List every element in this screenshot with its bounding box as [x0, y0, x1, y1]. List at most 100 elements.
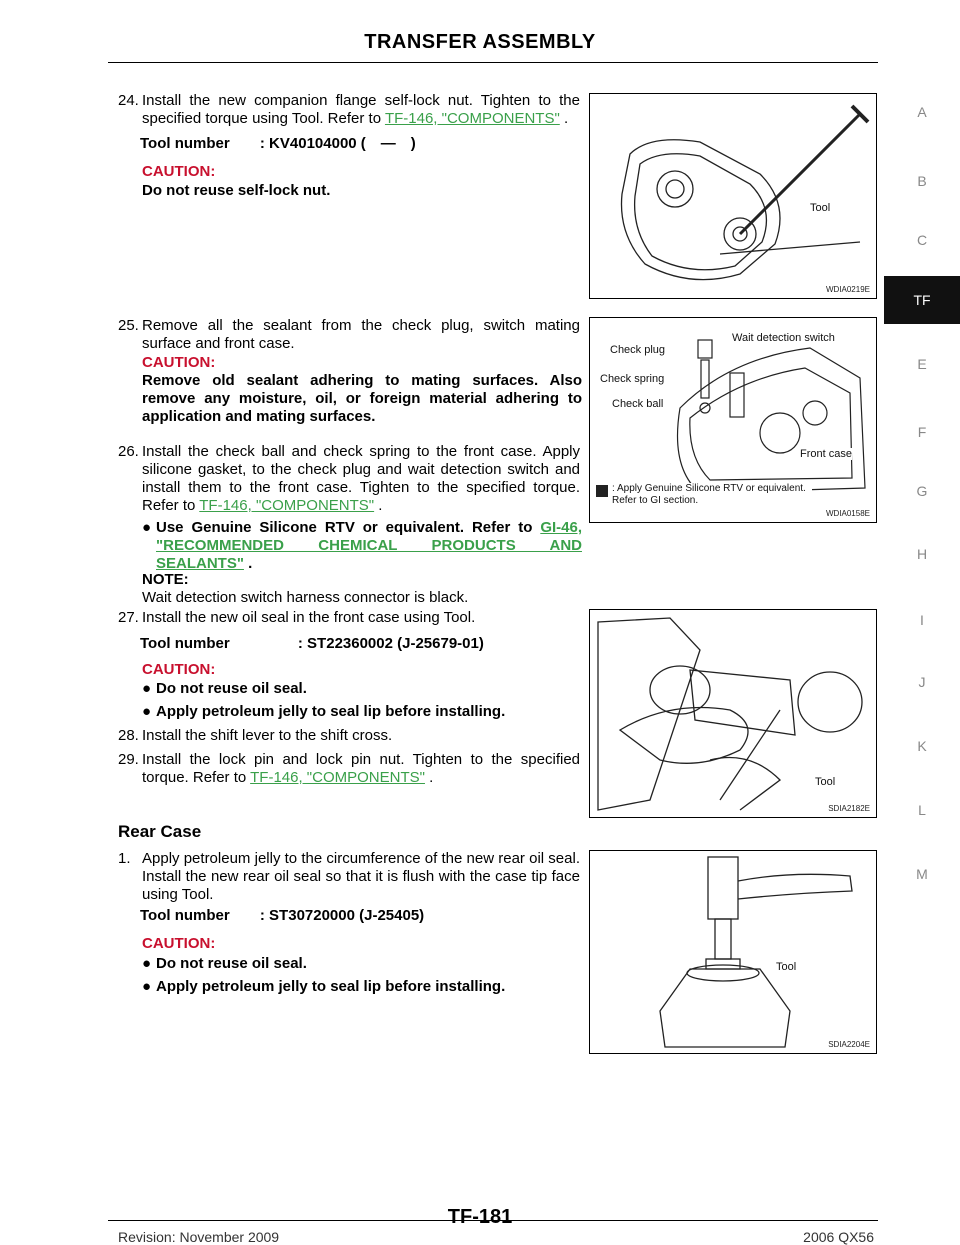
ref-link-tf146[interactable]: TF-146, "COMPONENTS"	[199, 497, 375, 514]
figure-label-check-spring: Check spring	[600, 373, 665, 385]
rear-oil-seal-illustration	[659, 856, 853, 1048]
section-tab-tf[interactable]: TF	[884, 276, 960, 324]
page-number: TF-181	[447, 1206, 513, 1228]
section-tab-g[interactable]: G	[916, 483, 928, 499]
rear-case-step-1: 1. Apply petroleum jelly to the circumfe…	[118, 850, 580, 904]
step-26: 26. Install the check ball and check spr…	[118, 443, 580, 515]
section-heading-rear-case: Rear Case	[118, 822, 202, 841]
caution-heading: CAUTION:	[142, 354, 216, 371]
tool-number-row: Tool number : ST22360002 (J-25679-01)	[140, 635, 484, 652]
step-25: 25. Remove all the sealant from the chec…	[118, 317, 580, 353]
step-text: Remove all the sealant from the check pl…	[142, 317, 580, 352]
figure-code: WDIA0158E	[825, 509, 870, 518]
section-tab-j[interactable]: J	[918, 674, 926, 690]
bullet-item: ● Do not reuse oil seal.	[142, 955, 582, 973]
bullet-text-tail: .	[243, 555, 253, 572]
vehicle-model: 2006 QX56	[803, 1229, 874, 1245]
caution-heading: CAUTION:	[142, 935, 216, 952]
tool-number-value: : KV40104000 ( — )	[259, 135, 416, 152]
section-tab-i[interactable]: I	[920, 612, 924, 628]
figure-label-front-case: Front case	[800, 448, 852, 460]
bullet-text: Apply petroleum jelly to seal lip before…	[156, 703, 506, 720]
bullet-item: ● Use Genuine Silicone RTV or equivalent…	[142, 519, 582, 573]
bullet-item: ● Apply petroleum jelly to seal lip befo…	[142, 703, 582, 721]
caution-heading: CAUTION:	[142, 163, 216, 180]
bullet-icon: ●	[142, 519, 152, 536]
footer-divider	[108, 1220, 878, 1221]
step-text: Install the shift lever to the shift cro…	[142, 727, 393, 744]
figure-label-tool: Tool	[776, 961, 797, 973]
note-text: Wait detection switch harness connector …	[142, 589, 469, 606]
section-tab-f[interactable]: F	[917, 424, 927, 440]
bullet-icon: ●	[142, 680, 152, 697]
tool-number-label: Tool number	[140, 907, 230, 924]
step-number: 24.	[118, 92, 139, 109]
section-tab-e[interactable]: E	[917, 356, 927, 372]
tool-number-value: : ST30720000 (J-25405)	[259, 907, 425, 924]
step-number: 26.	[118, 443, 139, 460]
step-text: Install the lock pin and lock pin nut. T…	[142, 751, 580, 786]
figure-label-tool: Tool	[815, 776, 836, 788]
section-tab-k[interactable]: K	[917, 738, 927, 754]
caution-heading: CAUTION:	[142, 661, 216, 678]
tool-number-row: Tool number : ST30720000 (J-25405)	[140, 907, 424, 924]
figure-label-wait-switch: Wait detection switch	[732, 332, 835, 344]
bullet-text: Use Genuine Silicone RTV or equivalent. …	[156, 519, 541, 536]
step-text: Install the new oil seal in the front ca…	[142, 609, 476, 626]
bullet-text: Do not reuse oil seal.	[156, 955, 307, 972]
tool-number-label: Tool number	[140, 135, 230, 152]
caution-text: Do not reuse self-lock nut.	[142, 182, 331, 199]
step-text-tail: .	[559, 110, 569, 127]
caution-text: Remove old sealant adhering to mating su…	[142, 372, 582, 425]
step-text: Install the new companion flange self-lo…	[142, 92, 580, 127]
bullet-text: Do not reuse oil seal.	[156, 680, 307, 697]
step-text-tail: .	[424, 769, 434, 786]
section-tab-h[interactable]: H	[916, 546, 928, 562]
step-number: 25.	[118, 317, 139, 334]
step-28: 28. Install the shift lever to the shift…	[118, 727, 580, 745]
step-24: 24. Install the new companion flange sel…	[118, 92, 580, 128]
figure-check-plug-switch: Check plug Check spring Check ball Wait …	[589, 317, 877, 523]
oil-seal-install-illustration	[597, 617, 863, 811]
bullet-icon: ●	[142, 978, 152, 995]
figure-code: SDIA2204E	[828, 1040, 870, 1049]
front-case-illustration	[596, 339, 866, 497]
step-29: 29. Install the lock pin and lock pin nu…	[118, 751, 580, 787]
step-number: 29.	[118, 751, 139, 768]
tool-number-value: : ST22360002 (J-25679-01)	[297, 635, 484, 652]
figure-label-check-ball: Check ball	[612, 398, 664, 410]
figure-companion-flange-nut: Tool WDIA0219E	[589, 93, 877, 299]
figure-label-check-plug: Check plug	[610, 344, 666, 356]
sealant-icon	[596, 485, 608, 497]
tool-number-row: Tool number : KV40104000 ( — )	[140, 135, 416, 152]
header-divider	[108, 62, 878, 63]
section-tab-a[interactable]: A	[917, 104, 927, 120]
figure-front-oil-seal: Tool SDIA2182E	[589, 609, 877, 818]
step-text: Apply petroleum jelly to the circumferen…	[142, 850, 580, 903]
section-tab-l[interactable]: L	[918, 802, 926, 818]
bullet-item: ● Apply petroleum jelly to seal lip befo…	[142, 978, 582, 996]
bullet-text: Apply petroleum jelly to seal lip before…	[156, 978, 506, 995]
step-text-tail: .	[374, 497, 383, 514]
note-heading: NOTE:	[142, 571, 189, 588]
ref-link-tf146[interactable]: TF-146, "COMPONENTS"	[384, 110, 560, 127]
step-number: 1.	[118, 850, 131, 867]
section-tab-b[interactable]: B	[917, 173, 927, 189]
figure-rear-oil-seal: Tool SDIA2204E	[589, 850, 877, 1054]
figure-code: SDIA2182E	[828, 804, 870, 813]
step-number: 27.	[118, 609, 139, 626]
section-tab-m[interactable]: M	[916, 866, 928, 882]
figure-legend: : Apply Genuine Silicone RTV or equivale…	[612, 483, 812, 507]
bullet-item: ● Do not reuse oil seal.	[142, 680, 582, 698]
ref-link-tf146[interactable]: TF-146, "COMPONENTS"	[250, 769, 425, 786]
bullet-icon: ●	[142, 955, 152, 972]
step-27: 27. Install the new oil seal in the fron…	[118, 609, 580, 627]
revision-date: Revision: November 2009	[118, 1229, 280, 1245]
figure-code: WDIA0219E	[825, 285, 870, 294]
section-tab-c[interactable]: C	[916, 232, 928, 248]
tool-number-label: Tool number	[140, 635, 230, 652]
ref-link-gi46[interactable]: GI-46, "RECOMMENDED CHEMICAL PRODUCTS AN…	[156, 519, 582, 572]
bullet-icon: ●	[142, 703, 152, 720]
transfer-case-illustration	[620, 104, 870, 281]
page-title: TRANSFER ASSEMBLY	[364, 31, 596, 53]
